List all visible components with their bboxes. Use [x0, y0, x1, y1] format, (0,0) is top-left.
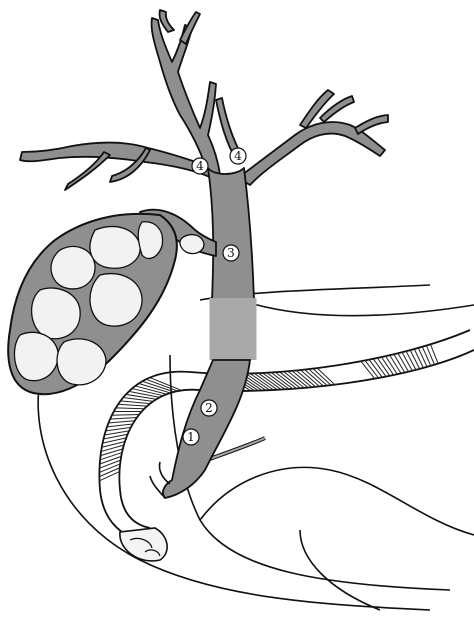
endoscope-hatch-line: [410, 350, 419, 369]
endoscope-hatch-line: [116, 408, 144, 409]
endoscope-hatch-line: [317, 368, 335, 385]
endoscope-hatch-line: [280, 372, 301, 388]
endoscope-hatch-line: [112, 414, 139, 415]
endoscope-hatch-line: [118, 404, 147, 406]
gallstone: [14, 332, 58, 380]
endoscope-hatch-line: [406, 351, 416, 370]
marker-4-right: 4: [230, 148, 246, 164]
marker-4-left: 4: [192, 158, 208, 174]
endoscope: [99, 330, 474, 561]
marker-2: 2: [201, 400, 217, 416]
gallstone: [90, 226, 140, 268]
endoscope-hatch-line: [107, 424, 133, 427]
endoscope-hatch-line: [101, 445, 124, 451]
gallbladder: [8, 214, 204, 394]
endoscope-hatching: [99, 344, 438, 481]
endoscope-hatch-line: [271, 373, 293, 389]
endoscope-hatch-line: [99, 464, 120, 472]
endoscope-hatch-line: [99, 472, 119, 481]
endoscope-hatch-line: [121, 401, 151, 404]
endoscope-hatch-line: [108, 421, 134, 423]
endoscope-hatch-line: [430, 344, 438, 363]
endoscope-hatch-line: [110, 418, 137, 420]
gallstone: [51, 246, 95, 288]
endoscope-hatch-line: [398, 353, 409, 371]
endoscope-hatch-line: [142, 381, 174, 392]
intrapancreatic-duct: [210, 298, 256, 360]
svg-text:4: 4: [196, 159, 204, 173]
gallstone: [90, 274, 142, 327]
svg-text:2: 2: [205, 401, 213, 415]
endoscope-hatch-line: [418, 348, 427, 367]
svg-text:4: 4: [234, 149, 242, 163]
svg-text:3: 3: [227, 246, 235, 260]
marker-3: 3: [223, 245, 239, 261]
common-hepatic-duct: [208, 168, 254, 300]
cystic-stone: [180, 235, 204, 254]
svg-text:1: 1: [187, 430, 195, 444]
endoscope-hatch-line: [100, 453, 122, 460]
endoscope-hatch-line: [100, 456, 121, 464]
endoscope-hatch-line: [129, 391, 160, 397]
endoscope-hatch-line: [146, 379, 178, 391]
endoscope-hatch-line: [101, 449, 123, 456]
endoscope-hatch-line: [422, 347, 430, 366]
endoscope-hatch-line: [99, 468, 119, 477]
endoscope-hatch-line: [106, 427, 131, 431]
endoscope-hatch-line: [275, 372, 296, 388]
endoscope-tip: [120, 528, 167, 561]
endoscope-hatch-line: [402, 352, 412, 371]
gallstone: [32, 288, 81, 339]
left-hepatic-duct: [20, 18, 220, 178]
endoscope-hatch-line: [414, 349, 423, 368]
marker-1: 1: [183, 429, 199, 445]
endoscope-inner: [119, 350, 474, 528]
distal-common-bile-duct: [163, 360, 250, 498]
endoscope-hatch-line: [100, 460, 121, 468]
endoscope-hatch-line: [426, 346, 434, 365]
gallstone: [57, 339, 106, 385]
